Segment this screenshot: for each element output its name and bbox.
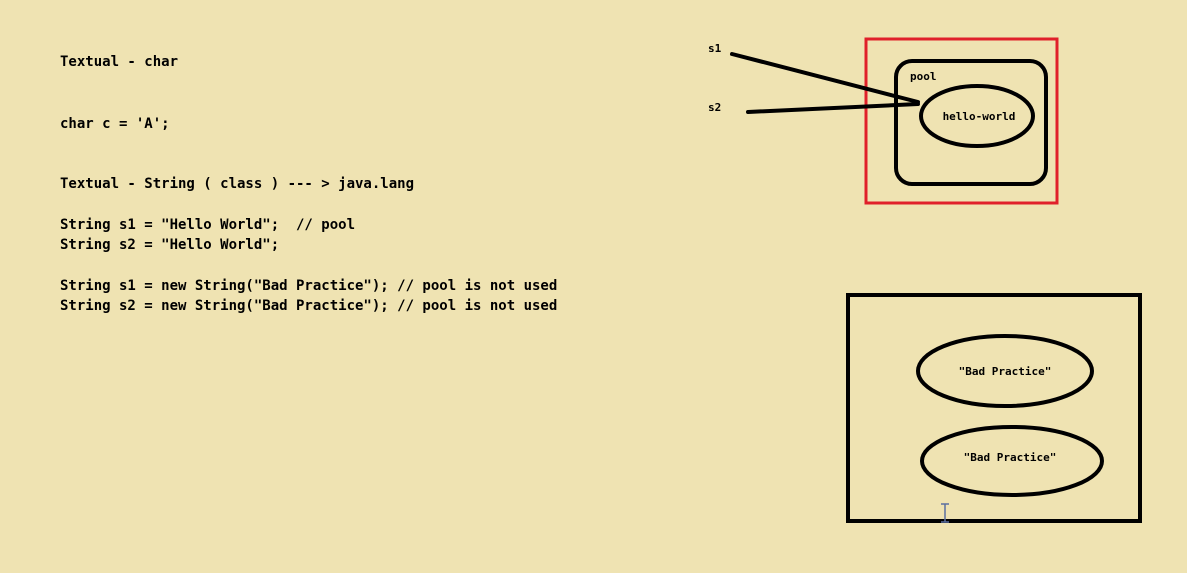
hello-world-object	[919, 84, 1035, 148]
pool-highlight-box	[864, 37, 1059, 205]
code-line-s1-new: String s1 = new String("Bad Practice"); …	[60, 278, 558, 294]
bad-practice-label-1: "Bad Practice"	[959, 365, 1052, 378]
code-line-textual-string: Textual - String ( class ) --- > java.la…	[60, 176, 415, 192]
ref-s1-label: s1	[708, 42, 722, 55]
code-line-textual-char: Textual - char	[60, 54, 179, 70]
heap-box	[846, 293, 1142, 523]
code-line-s1-literal: String s1 = "Hello World"; // pool	[60, 217, 356, 233]
ref-s2-label: s2	[708, 101, 721, 114]
code-line-char-decl: char c = 'A';	[60, 116, 170, 132]
string-pool-diagram: pool hello-world s1 s2	[708, 37, 1059, 205]
pool-label: pool	[910, 70, 937, 83]
code-line-s2-literal: String s2 = "Hello World";	[60, 237, 280, 253]
bad-practice-object-2	[920, 425, 1104, 497]
bad-practice-object-1	[916, 334, 1094, 408]
code-line-s2-new: String s2 = new String("Bad Practice"); …	[60, 298, 558, 314]
pool-box	[894, 59, 1048, 186]
hello-world-label: hello-world	[943, 110, 1016, 123]
ref-s2-arrow	[746, 102, 920, 114]
bad-practice-label-2: "Bad Practice"	[964, 451, 1057, 464]
ref-s1-arrow	[730, 52, 920, 104]
text-cursor-icon	[941, 503, 949, 523]
heap-diagram: "Bad Practice" "Bad Practice"	[846, 293, 1142, 523]
